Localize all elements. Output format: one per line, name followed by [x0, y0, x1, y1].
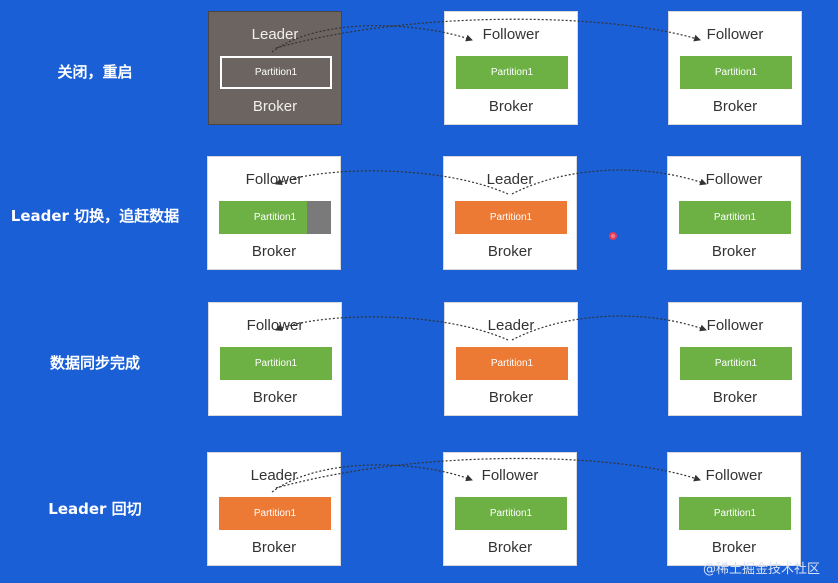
- partition-label: Partition1: [254, 67, 298, 78]
- partition-label: Partition1: [713, 508, 757, 519]
- broker-box: Follower Partition1 Broker: [208, 302, 342, 416]
- broker-box: Follower Partition1 Broker: [443, 452, 577, 566]
- partition-block: Partition1: [456, 347, 568, 380]
- partition-label: Partition1: [714, 358, 758, 369]
- broker-role: Follower: [705, 171, 763, 188]
- partition-block: Partition1: [455, 497, 567, 530]
- broker-role: Follower: [706, 26, 764, 43]
- partition-label: Partition1: [489, 212, 533, 223]
- partition-label: Partition1: [254, 358, 298, 369]
- partition-block: Partition1: [679, 201, 791, 234]
- partition-block: Partition1: [680, 347, 792, 380]
- broker-box: Follower Partition1 Broker: [668, 11, 802, 125]
- broker-name: Broker: [251, 539, 297, 556]
- broker-name: Broker: [488, 389, 534, 406]
- watermark: @稀土掘金技术社区: [702, 562, 820, 577]
- partition-block-catching-up: Partition1: [219, 201, 331, 234]
- row-label-sync-complete: 数据同步完成: [49, 354, 140, 372]
- broker-name: Broker: [252, 98, 298, 115]
- broker-role: Leader: [487, 317, 535, 334]
- broker-role: Follower: [705, 467, 763, 484]
- broker-box: Leader Partition1 Broker: [208, 11, 342, 125]
- broker-name: Broker: [488, 98, 534, 115]
- broker-role: Follower: [246, 317, 304, 334]
- broker-box: Leader Partition1 Broker: [207, 452, 341, 566]
- partition-block: Partition1: [220, 347, 332, 380]
- partition-block: Partition1: [455, 201, 567, 234]
- partition-block: Partition1: [219, 497, 331, 530]
- broker-box: Follower Partition1 Broker: [444, 11, 578, 125]
- broker-box: Follower Partition1 Broker: [667, 156, 801, 270]
- broker-name: Broker: [712, 98, 758, 115]
- row-label-restart: 关闭，重启: [57, 63, 133, 81]
- broker-name: Broker: [252, 389, 298, 406]
- broker-box: Leader Partition1 Broker: [443, 156, 577, 270]
- partition-label: Partition1: [489, 508, 533, 519]
- cursor-indicator: [609, 232, 617, 240]
- partition-label: Partition1: [714, 67, 758, 78]
- broker-role: Follower: [481, 467, 539, 484]
- partition-label: Partition1: [490, 67, 534, 78]
- broker-role: Leader: [251, 26, 299, 43]
- partition-block: Partition1: [456, 56, 568, 89]
- broker-name: Broker: [487, 243, 533, 260]
- partition-label: Partition1: [253, 508, 297, 519]
- partition-block: Partition1: [220, 56, 332, 89]
- broker-name: Broker: [711, 539, 757, 556]
- broker-box: Follower Partition1 Broker: [668, 302, 802, 416]
- broker-role: Leader: [486, 171, 534, 188]
- broker-role: Leader: [250, 467, 298, 484]
- broker-box: Leader Partition1 Broker: [444, 302, 578, 416]
- broker-role: Follower: [482, 26, 540, 43]
- broker-role: Follower: [245, 171, 303, 188]
- row-label-leader-switchback: Leader 回切: [48, 500, 142, 518]
- broker-box: Follower Partition1 Broker: [207, 156, 341, 270]
- partition-label: Partition1: [490, 358, 534, 369]
- broker-box: Follower Partition1 Broker: [667, 452, 801, 566]
- partition-label: Partition1: [253, 212, 297, 223]
- lagging-segment: [307, 201, 331, 234]
- partition-block: Partition1: [679, 497, 791, 530]
- broker-name: Broker: [487, 539, 533, 556]
- row-label-leader-switch: Leader 切换，追赶数据: [10, 207, 180, 225]
- broker-name: Broker: [711, 243, 757, 260]
- broker-role: Follower: [706, 317, 764, 334]
- synced-segment: [219, 201, 308, 234]
- partition-block: Partition1: [680, 56, 792, 89]
- partition-label: Partition1: [713, 212, 757, 223]
- broker-name: Broker: [712, 389, 758, 406]
- broker-name: Broker: [251, 243, 297, 260]
